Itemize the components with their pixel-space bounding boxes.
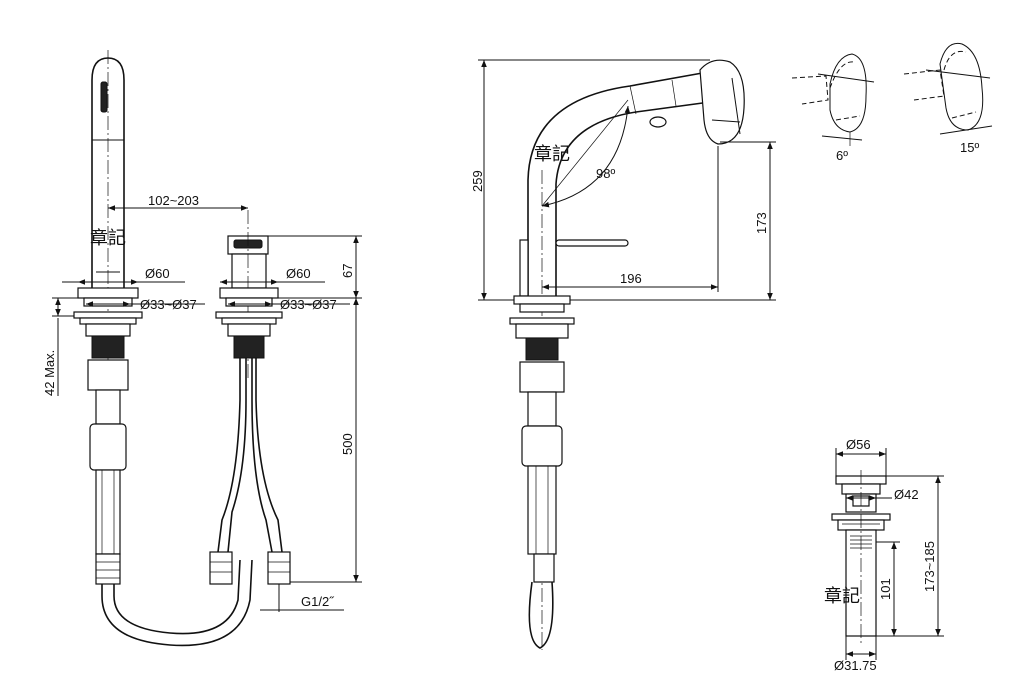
dim-h500: 500: [340, 433, 355, 455]
rotation-detail-15: 15º: [903, 42, 993, 155]
sensor-window: [100, 81, 108, 113]
watermark-drain: 章記: [824, 586, 860, 607]
dim-dia3337-left: Ø33~Ø37: [140, 297, 197, 312]
dim-h173185: 173~185: [922, 541, 937, 592]
dim-dia60-left: Ø60: [145, 266, 170, 281]
dim-h101: 101: [878, 578, 893, 600]
mixer-body-front: [209, 210, 291, 585]
dim-angle98: 98º: [596, 166, 615, 181]
left-dimensions: 102~203 Ø60 Ø33~Ø37 Ø60 Ø33~Ø37 67 500 4: [42, 193, 362, 612]
dim-thread-g12: G1/2˝: [301, 594, 335, 609]
faucet-side-view: 98º 259 173 196 章記: [470, 59, 776, 650]
dim-max42: 42 Max.: [42, 350, 57, 396]
popup-drain: Ø56 Ø42 101 173~185 Ø31.75 章記: [824, 437, 944, 673]
dim-h67: 67: [340, 264, 355, 278]
watermark-side: 章記: [534, 144, 570, 165]
watermark-left: 章記: [90, 228, 126, 249]
dim-dia60-right: Ø60: [286, 266, 311, 281]
spout-assembly-front: [73, 50, 253, 647]
dim-h259: 259: [470, 170, 485, 192]
dim-rot15: 15º: [960, 140, 979, 155]
dim-reach196: 196: [620, 271, 642, 286]
rotation-detail-6: 6º: [791, 53, 875, 163]
dim-dia42: Ø42: [894, 487, 919, 502]
dim-dia3175: Ø31.75: [834, 658, 877, 673]
dim-dia3337-right: Ø33~Ø37: [280, 297, 337, 312]
dim-h173: 173: [754, 212, 769, 234]
lever-handle: [555, 239, 629, 247]
dim-rot6: 6º: [836, 148, 848, 163]
dim-spacing: 102~203: [148, 193, 199, 208]
dim-dia56: Ø56: [846, 437, 871, 452]
